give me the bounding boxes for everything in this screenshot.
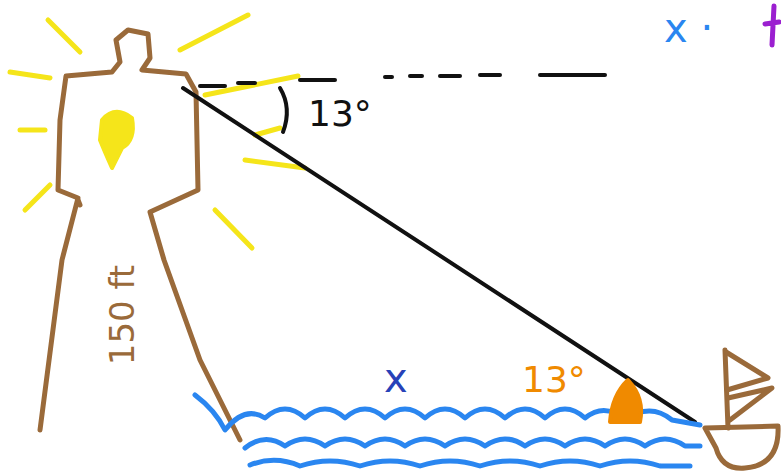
height-label: 150 ft	[105, 265, 139, 365]
torch-light	[100, 112, 133, 168]
line-of-sight	[183, 88, 695, 422]
angle-mark	[610, 380, 641, 422]
angle-label: 13°	[308, 96, 372, 132]
statue	[40, 30, 240, 440]
boat	[705, 350, 778, 468]
distance-label: x	[384, 358, 408, 398]
glow-rays	[10, 15, 305, 248]
note-label: x ·	[664, 8, 713, 48]
cut-off-mark	[765, 6, 779, 45]
angle-label: 13°	[522, 362, 586, 398]
statue-leg	[78, 200, 80, 205]
horizontal-dashes	[200, 75, 605, 86]
angle-arc	[280, 88, 287, 132]
